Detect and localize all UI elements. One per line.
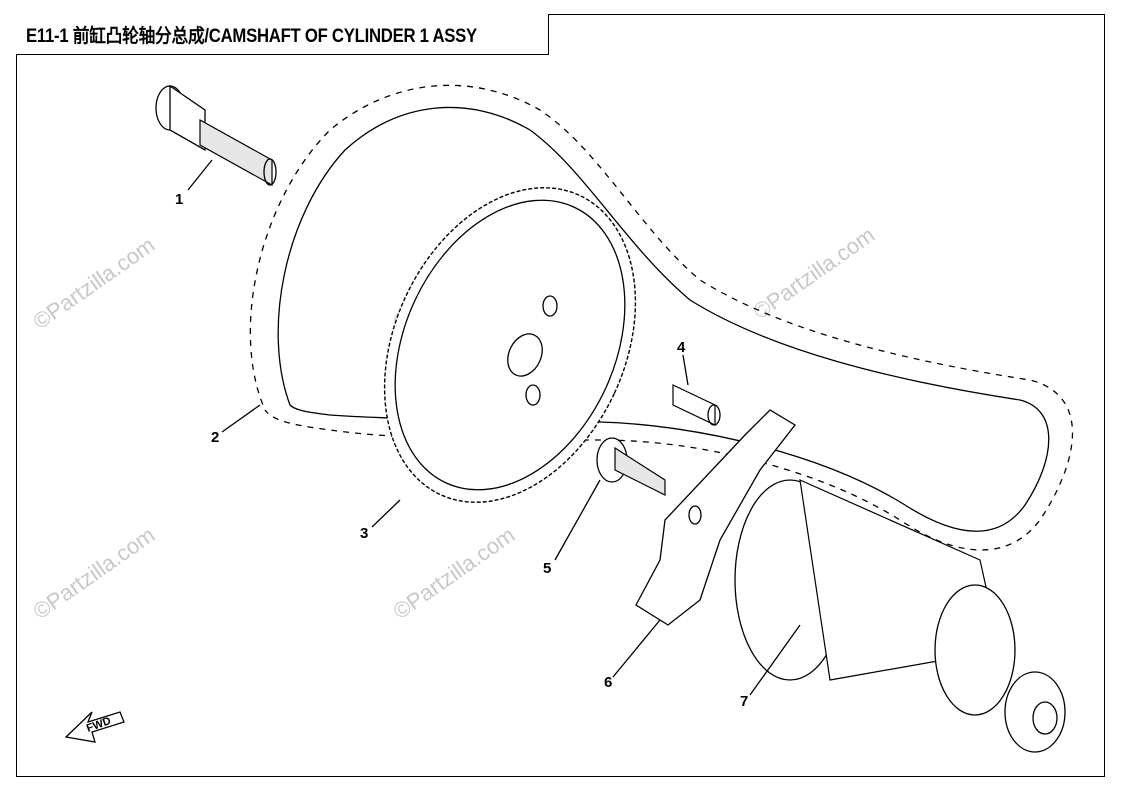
drawing-frame bbox=[16, 14, 1105, 777]
forward-arrow-icon: FWD bbox=[64, 711, 125, 743]
callout-1: 1 bbox=[175, 191, 183, 208]
title-box: E11-1 前缸凸轮轴分总成/CAMSHAFT OF CYLINDER 1 AS… bbox=[16, 14, 550, 55]
callout-4: 4 bbox=[677, 339, 686, 356]
watermark-lower-mid: ©Partzilla.com bbox=[389, 522, 520, 624]
callout-3: 3 bbox=[360, 525, 368, 542]
camshaft bbox=[734, 479, 1066, 753]
leader-lines bbox=[187, 159, 801, 696]
callout-6: 6 bbox=[604, 674, 612, 691]
callout-7: 7 bbox=[740, 693, 748, 710]
dowel-pin bbox=[672, 384, 721, 426]
page-title: E11-1 前缸凸轮轴分总成/CAMSHAFT OF CYLINDER 1 AS… bbox=[26, 25, 477, 47]
stud-bolt bbox=[596, 437, 666, 496]
watermark-mid: ©Partzilla.com bbox=[749, 222, 880, 324]
plate bbox=[635, 409, 796, 626]
callouts: 1 2 3 4 5 6 7 bbox=[175, 191, 748, 710]
camshaft-sprocket bbox=[383, 187, 637, 503]
watermark-left: ©Partzilla.com bbox=[29, 232, 160, 334]
bolt bbox=[155, 84, 277, 187]
watermark-lower-left: ©Partzilla.com bbox=[29, 522, 160, 624]
callout-2: 2 bbox=[211, 429, 219, 446]
callout-5: 5 bbox=[543, 560, 551, 577]
